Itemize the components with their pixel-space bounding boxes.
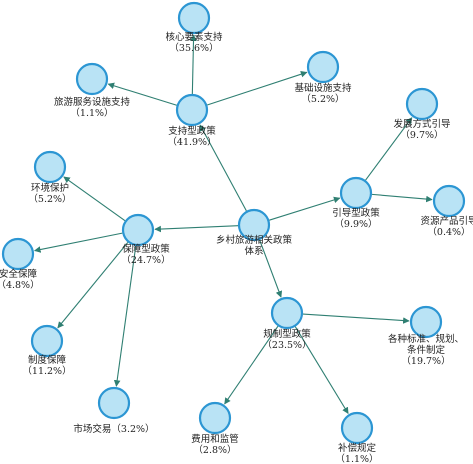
node-label: 安全保障 xyxy=(0,268,37,280)
node-circle xyxy=(30,324,64,358)
node-resource: 资源产品引导（0.4%） xyxy=(420,184,473,238)
edge-root-to-guide xyxy=(269,196,341,221)
node-comp: 补偿规定（1.1%） xyxy=(335,411,379,464)
node-label: 基础设施支持 xyxy=(294,82,352,94)
node-fee: 费用和监管（2.8%） xyxy=(191,401,239,456)
node-circle xyxy=(409,305,443,339)
node-circle xyxy=(237,208,271,242)
node-label: 支持型政策 xyxy=(168,125,216,137)
node-circle xyxy=(33,150,67,184)
edge-protect-to-market xyxy=(113,245,137,387)
node-circle xyxy=(339,176,373,210)
node-system: 制度保障（11.2%） xyxy=(22,324,72,377)
node-protect: 保障型政策（24.7%） xyxy=(121,213,171,266)
node-market: 市场交易（3.2%） xyxy=(73,386,155,435)
edge-regulate-to-fee xyxy=(224,325,279,405)
node-label: （11.2%） xyxy=(22,365,71,377)
node-label: 各种标准、规划、 xyxy=(388,333,464,345)
node-circle xyxy=(75,62,109,96)
node-label: （24.7%） xyxy=(121,254,170,266)
node-label: （9.9%） xyxy=(334,218,377,230)
edge-regulate-to-standard xyxy=(302,313,410,324)
edge-root-to-regulate xyxy=(259,239,283,298)
node-label: （19.7%） xyxy=(401,355,450,367)
node-label: 市场交易（3.2%） xyxy=(73,423,154,435)
edge-guide-to-resource xyxy=(371,193,433,203)
node-label: 资源产品引导 xyxy=(420,215,473,227)
node-core: 核心要素支持（35.6%） xyxy=(165,1,223,54)
node-label: （9.7%） xyxy=(400,129,443,141)
node-support: 支持型政策（41.9%） xyxy=(167,93,217,148)
node-label: （0.4%） xyxy=(427,226,470,238)
node-circle xyxy=(432,184,466,218)
node-circle xyxy=(121,213,155,247)
node-circle xyxy=(97,386,131,420)
node-label: 体系 xyxy=(244,245,263,257)
edge-protect-to-system xyxy=(57,242,129,329)
node-label: 引导型政策 xyxy=(332,207,380,219)
node-label: （1.1%） xyxy=(335,453,378,464)
node-circle xyxy=(177,1,211,35)
node-circle xyxy=(1,237,35,271)
node-label: （5.2%） xyxy=(28,193,71,205)
node-label: 旅游服务设施支持 xyxy=(54,96,131,108)
node-service: 旅游服务设施支持（1.1%） xyxy=(54,62,131,119)
edge-protect-to-env xyxy=(63,176,126,222)
node-label: 制度保障 xyxy=(28,354,67,366)
node-guide: 引导型政策（9.9%） xyxy=(332,176,380,230)
node-standard: 各种标准、规划、条件制定（19.7%） xyxy=(388,305,464,367)
node-label: 费用和监管 xyxy=(191,433,239,445)
node-regulate: 规制型政策（23.5%） xyxy=(262,296,312,351)
node-label: 乡村旅游相关政策 xyxy=(216,234,293,246)
node-circle xyxy=(306,50,340,84)
node-label: 补偿规定 xyxy=(338,442,377,454)
edges xyxy=(34,34,433,415)
node-circle xyxy=(340,411,374,445)
node-label: （5.2%） xyxy=(301,93,344,105)
node-circle xyxy=(175,93,209,127)
node-label: 保障型政策 xyxy=(122,243,170,255)
node-circle xyxy=(270,296,304,330)
node-label: 条件制定 xyxy=(407,344,446,356)
node-label: （35.6%） xyxy=(169,42,218,54)
edge-regulate-to-comp xyxy=(294,326,349,415)
node-label: （1.1%） xyxy=(70,107,113,119)
node-label: 规制型政策 xyxy=(263,328,311,340)
edge-root-to-protect xyxy=(154,225,239,233)
node-label: （4.8%） xyxy=(0,279,40,291)
node-circle xyxy=(198,401,232,435)
node-label: 核心要素支持 xyxy=(165,31,223,43)
edge-support-to-infra xyxy=(207,71,308,106)
edge-support-to-service xyxy=(107,82,177,106)
edge-guide-to-dev xyxy=(365,117,413,181)
node-safety: 安全保障（4.8%） xyxy=(0,237,40,291)
node-label: 发展方式引导 xyxy=(393,118,450,130)
node-env: 环境保护（5.2%） xyxy=(28,150,72,205)
node-label: 环境保护 xyxy=(31,182,69,194)
node-label: （2.8%） xyxy=(193,444,236,456)
node-label: （41.9%） xyxy=(167,136,216,148)
edge-root-to-support xyxy=(199,124,247,212)
edge-support-to-core xyxy=(190,34,197,95)
node-circle xyxy=(405,87,439,121)
edge-protect-to-safety xyxy=(34,232,123,253)
node-label: （23.5%） xyxy=(262,339,311,351)
node-infra: 基础设施支持（5.2%） xyxy=(294,50,352,105)
node-dev: 发展方式引导（9.7%） xyxy=(393,87,451,141)
